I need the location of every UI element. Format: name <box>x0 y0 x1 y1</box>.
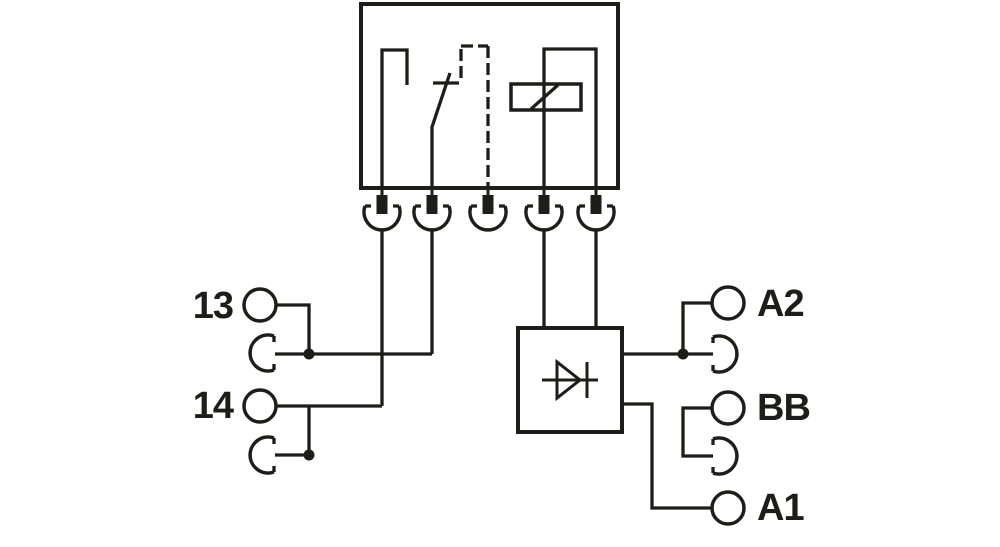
terminal-13-bracket <box>276 303 311 354</box>
no-contact-symbol <box>380 48 459 188</box>
terminal-group-14: 14 <box>193 385 278 475</box>
mechanical-link-dashed <box>459 44 490 188</box>
terminal-a2-label: A2 <box>757 283 804 325</box>
wire-diode-to-a1 <box>622 402 712 510</box>
terminal-bb-cup-icon <box>712 436 739 476</box>
suppressor-diode-block <box>516 326 624 434</box>
terminal-13-cup-icon <box>248 333 275 373</box>
plug-cup-icon <box>576 205 616 232</box>
plug-pin-icon <box>376 195 388 214</box>
diode-icon <box>542 358 598 402</box>
terminal-13-circle <box>242 287 278 323</box>
plug-pin-icon <box>482 195 494 214</box>
terminal-group-a1: A1 <box>710 487 805 529</box>
wire-a2-bracket <box>681 301 712 354</box>
diode-triangle <box>555 358 583 402</box>
terminal-a2-cup-icon <box>712 334 739 374</box>
junction-dot-13 <box>303 348 315 360</box>
terminal-13-label: 13 <box>193 285 233 327</box>
plug-pin-icon <box>426 195 438 214</box>
contact-moving-blade <box>430 72 452 188</box>
terminal-a1-circle <box>710 490 746 526</box>
coil-loop-wire <box>542 47 598 188</box>
plug-connector-2 <box>412 186 452 232</box>
terminal-14-cup-icon <box>248 435 275 475</box>
plug-pin-icon <box>590 195 602 214</box>
plug-connector-1 <box>362 186 402 232</box>
relay-coil-symbol <box>509 47 598 188</box>
terminal-group-a2: A2 <box>710 283 805 374</box>
terminal-group-bb: BB <box>710 387 811 476</box>
junction-dots <box>303 348 689 461</box>
wires <box>275 231 713 510</box>
contact-fixed-pole <box>380 48 409 188</box>
coil-rectangle <box>509 82 583 112</box>
plug-connector-5 <box>576 186 616 232</box>
terminal-bb-circle <box>710 390 746 426</box>
plug-cup-icon <box>412 205 452 232</box>
plug-cup-icon <box>468 205 508 232</box>
diode-box-outline <box>516 326 624 434</box>
plug-cup-icon <box>362 205 402 232</box>
terminal-a1-label: A1 <box>757 487 804 529</box>
junction-dot-a2 <box>677 348 689 360</box>
coil-slash <box>529 83 560 111</box>
terminal-a2-circle <box>710 285 746 321</box>
plug-connector-3 <box>468 186 508 232</box>
plug-cup-icon <box>524 205 564 232</box>
wire-bb-bracket <box>681 406 713 458</box>
terminal-14-label: 14 <box>193 385 234 427</box>
terminal-group-13: 13 <box>193 285 311 373</box>
plug-pin-icon <box>538 195 550 214</box>
terminal-14-circle <box>242 388 278 424</box>
plug-connector-4 <box>524 186 564 232</box>
junction-dot-14 <box>303 449 315 461</box>
terminal-bb-label: BB <box>757 387 810 429</box>
plug-connectors <box>362 186 616 232</box>
